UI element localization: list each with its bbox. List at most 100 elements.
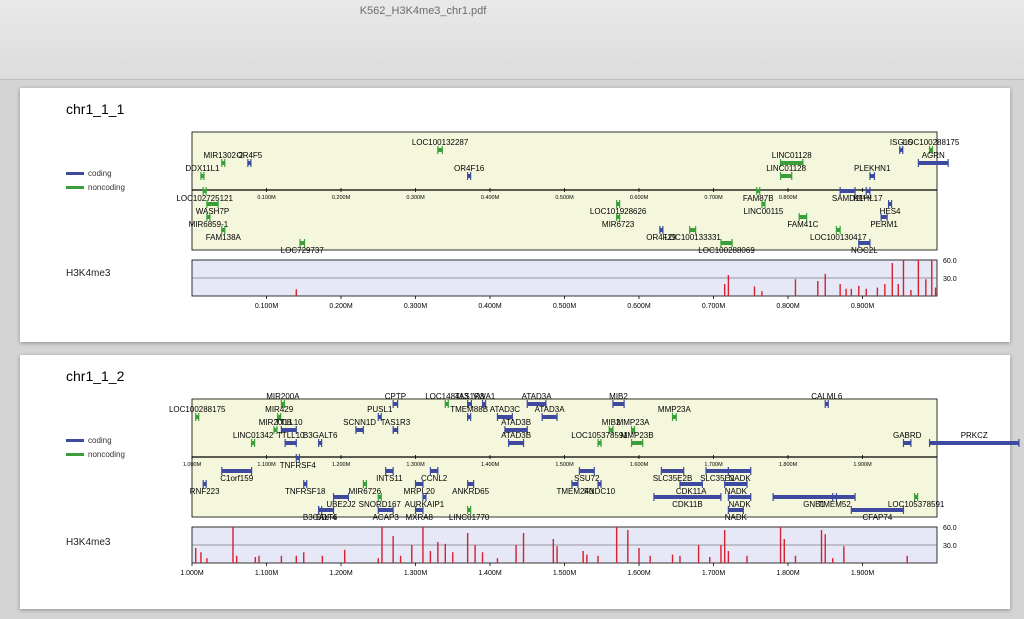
gene-label: KLHL17 bbox=[854, 194, 883, 203]
gene-feature bbox=[318, 508, 322, 512]
gene-label: RNF223 bbox=[190, 487, 220, 496]
gene-label: MIR429 bbox=[265, 405, 294, 414]
signal-peak bbox=[679, 555, 681, 563]
gene-feature bbox=[832, 495, 837, 499]
gene-feature bbox=[203, 482, 207, 486]
signal-peak bbox=[906, 555, 908, 563]
signal-axis-tick-label: 1.200M bbox=[329, 570, 353, 577]
signal-peak bbox=[552, 539, 555, 563]
legend: coding noncoding bbox=[66, 166, 125, 194]
signal-peak bbox=[496, 558, 499, 563]
signal-peak bbox=[746, 555, 748, 563]
legend-coding: coding bbox=[66, 166, 125, 180]
gene-axis-tick-label: 0.200M bbox=[332, 195, 351, 201]
signal-peak bbox=[925, 279, 927, 296]
signal-peak bbox=[865, 288, 867, 296]
panel-title: chr1_1_1 bbox=[66, 101, 125, 117]
gene-feature bbox=[467, 482, 474, 486]
signal-peak bbox=[522, 533, 525, 563]
gene-feature bbox=[851, 508, 904, 512]
signal-peak bbox=[727, 551, 730, 563]
signal-peak bbox=[411, 545, 413, 563]
track-label: H3K4me3 bbox=[66, 268, 111, 279]
signal-mid-label: 30.0 bbox=[943, 543, 957, 550]
gene-feature bbox=[728, 495, 751, 499]
gene-label: C1orf159 bbox=[220, 474, 253, 483]
gene-label: SLC35E2B bbox=[653, 474, 693, 483]
signal-peak bbox=[582, 551, 584, 563]
gene-axis-tick-label: 0.900M bbox=[853, 195, 872, 201]
signal-axis-tick-label: 1.400M bbox=[478, 570, 502, 577]
gene-label: NADK bbox=[725, 513, 748, 522]
signal-peak bbox=[597, 555, 599, 563]
gene-label: SCNN1D bbox=[343, 418, 376, 427]
gene-feature bbox=[303, 482, 307, 486]
gene-feature bbox=[415, 482, 423, 486]
signal-peak bbox=[615, 527, 618, 563]
gene-label: MXRA8 bbox=[405, 513, 433, 522]
gene-axis-tick-label: 1.200M bbox=[332, 462, 351, 468]
signal-peak bbox=[824, 534, 826, 563]
gene-feature bbox=[542, 415, 558, 419]
gene-label: ANKRD65 bbox=[452, 487, 489, 496]
gene-feature bbox=[836, 228, 841, 232]
gene-feature bbox=[206, 202, 219, 206]
gene-label: LINC00115 bbox=[743, 207, 783, 216]
signal-max-label: 60.0 bbox=[943, 525, 957, 532]
signal-axis-tick-label: 1.300M bbox=[404, 570, 428, 577]
signal-peak bbox=[891, 263, 893, 296]
signal-peak bbox=[720, 545, 722, 563]
signal-peak bbox=[258, 555, 260, 563]
gene-feature bbox=[300, 241, 305, 245]
document-title-bar: K562_H3K4me3_chr1.pdf bbox=[0, 0, 1024, 80]
gene-feature bbox=[281, 428, 297, 432]
gene-label: ATAD3B bbox=[501, 418, 531, 427]
gene-feature bbox=[631, 428, 635, 432]
signal-peak bbox=[515, 545, 517, 563]
gene-label: VWA1 bbox=[473, 392, 496, 401]
gene-label: TTLL10 bbox=[275, 418, 303, 427]
gene-feature bbox=[504, 428, 528, 432]
gene-feature bbox=[221, 469, 252, 473]
gene-feature bbox=[840, 189, 856, 193]
gene-axis-tick-label: 1.700M bbox=[704, 462, 723, 468]
gene-feature bbox=[467, 174, 471, 178]
gene-feature bbox=[761, 202, 765, 206]
signal-peak bbox=[794, 279, 797, 296]
signal-peak bbox=[586, 554, 588, 563]
gene-label: LOC100288175 bbox=[169, 405, 226, 414]
gene-label: MIR6723 bbox=[602, 220, 635, 229]
signal-peak bbox=[839, 284, 841, 296]
panel-title: chr1_1_2 bbox=[66, 368, 125, 384]
gene-label: WASH7P bbox=[196, 207, 230, 216]
gene-feature bbox=[206, 215, 210, 219]
gene-label: MIR6726 bbox=[349, 487, 382, 496]
gene-label: LOC729737 bbox=[281, 246, 325, 255]
signal-peak bbox=[444, 543, 446, 563]
gene-axis-tick-label: 0.500M bbox=[555, 195, 574, 201]
gene-feature bbox=[422, 495, 426, 499]
gene-label: CDK11B bbox=[672, 500, 703, 509]
gene-feature bbox=[672, 415, 677, 419]
gene-label: CDK11A bbox=[676, 487, 707, 496]
gene-feature bbox=[527, 402, 546, 406]
gene-feature bbox=[378, 415, 382, 419]
signal-peak bbox=[381, 527, 383, 563]
gene-label: OR4F5 bbox=[236, 151, 262, 160]
gene-label: DDX11L1 bbox=[185, 164, 220, 173]
gene-label: SAMD11 bbox=[832, 194, 864, 203]
gene-feature bbox=[221, 228, 225, 232]
gene-feature bbox=[888, 202, 892, 206]
track-label: H3K4me3 bbox=[66, 537, 111, 548]
gene-feature bbox=[780, 174, 792, 178]
gene-feature bbox=[437, 148, 443, 152]
gene-feature bbox=[918, 161, 949, 165]
signal-peak bbox=[466, 533, 469, 563]
gene-label: TMEM88B bbox=[450, 405, 488, 414]
gene-axis-tick-label: 1.900M bbox=[853, 462, 872, 468]
gene-feature bbox=[756, 189, 760, 193]
signal-peak bbox=[195, 548, 197, 563]
signal-peak bbox=[817, 281, 819, 296]
gene-feature bbox=[467, 415, 471, 419]
gene-label: TTLL10 bbox=[277, 431, 305, 440]
